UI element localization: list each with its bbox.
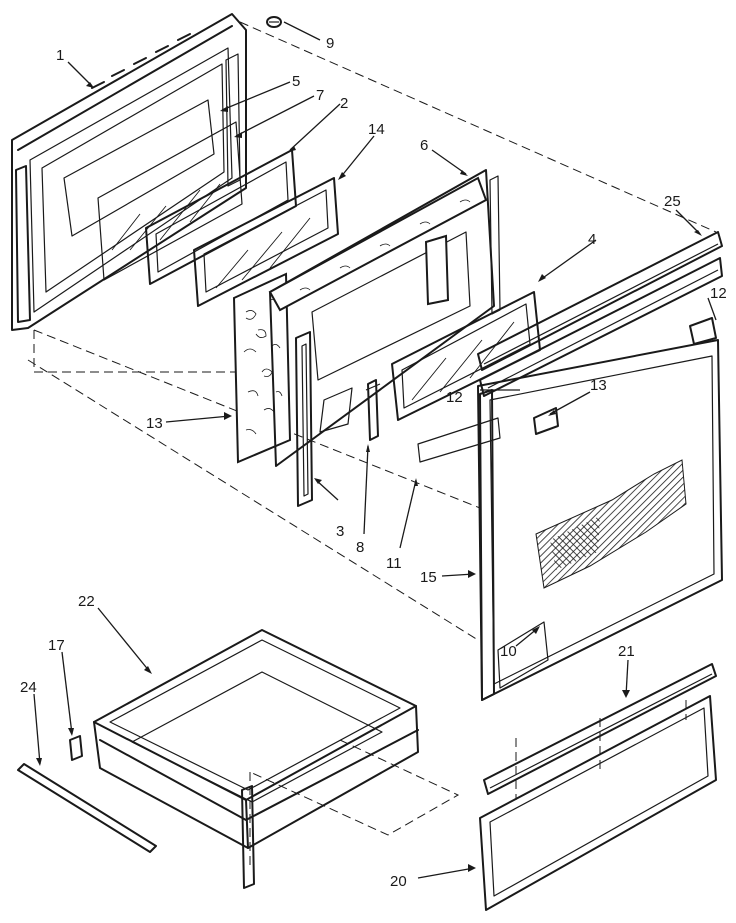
callout-9: 9: [326, 35, 334, 52]
part-21-drawer-trim: [483, 663, 717, 795]
leader-lines: [33, 21, 717, 879]
callout-6: 6: [420, 137, 428, 154]
callout-15: 13: [590, 377, 607, 394]
callout-7: 7: [316, 87, 324, 104]
part-4-window-glass: [391, 291, 541, 421]
callout-21: 21: [618, 643, 635, 660]
callout-17: 14: [368, 121, 385, 138]
part-6-inner-door-liner: [268, 169, 501, 467]
vent-slots: [91, 33, 191, 89]
part-18-outer-panel: [477, 339, 723, 701]
part-3-side-trim: [295, 331, 313, 507]
callout-12: 12: [710, 285, 727, 302]
callout-3: 3: [336, 523, 344, 540]
part-15-hinge: [533, 407, 559, 435]
callout-19: 17: [48, 637, 65, 654]
part-8-latch: [365, 379, 381, 441]
vent-baffle: [319, 387, 353, 433]
part-25-top-trim: [477, 231, 723, 397]
callout-13: 13: [146, 415, 163, 432]
part-17-glass-panel: [193, 177, 339, 307]
callout-25: 25: [664, 193, 681, 210]
part-22-drawer: [93, 629, 419, 889]
part-11-lower-rail: [417, 417, 501, 463]
callout-labels: 1 5 7 2 14 6 9 25 4 12 13 12 13 3 8 11 1…: [20, 35, 727, 890]
part-5-window-glass: [97, 121, 243, 281]
callout-20: 20: [390, 873, 407, 890]
callout-14: 12: [446, 389, 463, 406]
part-20-drawer-front: [479, 695, 717, 911]
callout-18: 15: [420, 569, 437, 586]
callout-4: 4: [588, 231, 596, 248]
callout-10: 10: [500, 643, 517, 660]
callout-5: 5: [292, 73, 300, 90]
part-13-insulation: [232, 272, 292, 464]
part-24-slide-rail: [17, 763, 157, 853]
callout-1: 1: [56, 47, 64, 64]
callout-24: 24: [20, 679, 37, 696]
callout-2: 2: [340, 95, 348, 112]
callout-22: 22: [78, 593, 95, 610]
assembly-guide-lines: [27, 21, 717, 870]
part-1-outer-door: [11, 13, 247, 331]
part-12-clip: [689, 317, 717, 345]
callout-8: 8: [356, 539, 364, 556]
callout-11: 11: [386, 555, 402, 572]
part-19-bracket: [69, 735, 83, 761]
part-9-screw: [266, 16, 282, 28]
